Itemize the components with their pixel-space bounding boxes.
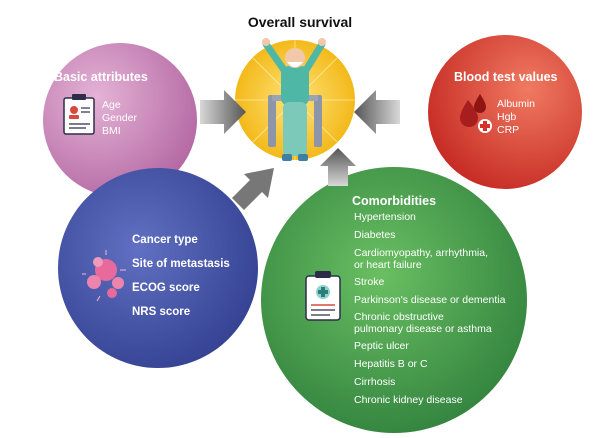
basic-attribute-item: Gender xyxy=(102,112,138,124)
blood-test-circle xyxy=(428,35,582,189)
comorbidity-item: Chronic kidney disease xyxy=(354,394,463,406)
comorbidity-item: Hypertension xyxy=(354,211,416,223)
cancer-item: Cancer type xyxy=(132,234,198,246)
comorbidity-item: Cirrhosis xyxy=(354,376,396,388)
cancer-circle xyxy=(58,168,258,368)
comorbidity-item: Diabetes xyxy=(354,229,396,241)
comorbidities-circle xyxy=(261,167,527,433)
comorbidity-item: Peptic ulcer xyxy=(354,340,409,352)
blood-test-item: CRP xyxy=(497,124,520,136)
blood-drop-icon xyxy=(460,94,492,133)
comorbidity-item: Parkinson's disease or dementia xyxy=(354,294,506,306)
diagram-title: Overall survival xyxy=(247,14,353,30)
patient-wheelchair-icon xyxy=(235,38,355,161)
cancer-cell-icon xyxy=(82,250,126,302)
basic-attributes-circle xyxy=(43,43,197,197)
clipboard-icon xyxy=(305,271,341,321)
cancer-item: ECOG score xyxy=(132,282,200,294)
arrow-icon xyxy=(200,90,400,210)
id-card-icon xyxy=(63,94,95,135)
comorbidity-item: Hepatitis B or C xyxy=(354,358,428,370)
blood-test-heading: Blood test values xyxy=(454,70,558,84)
basic-attribute-item: Age xyxy=(102,99,121,111)
basic-attributes-heading: Basic attributes xyxy=(54,70,148,84)
basic-attribute-item: BMI xyxy=(102,125,121,137)
blood-test-item: Hgb xyxy=(497,111,517,123)
cancer-item: Site of metastasis xyxy=(132,258,230,270)
cancer-item: NRS score xyxy=(132,306,191,318)
comorbidity-item: Chronic obstructive pulmonary disease or… xyxy=(354,311,492,335)
comorbidity-item: Stroke xyxy=(354,276,385,288)
comorbidities-heading: Comorbidities xyxy=(352,194,437,208)
comorbidity-item: Cardiomyopathy, arrhythmia, or heart fai… xyxy=(354,247,489,271)
blood-test-item: Albumin xyxy=(497,98,535,110)
